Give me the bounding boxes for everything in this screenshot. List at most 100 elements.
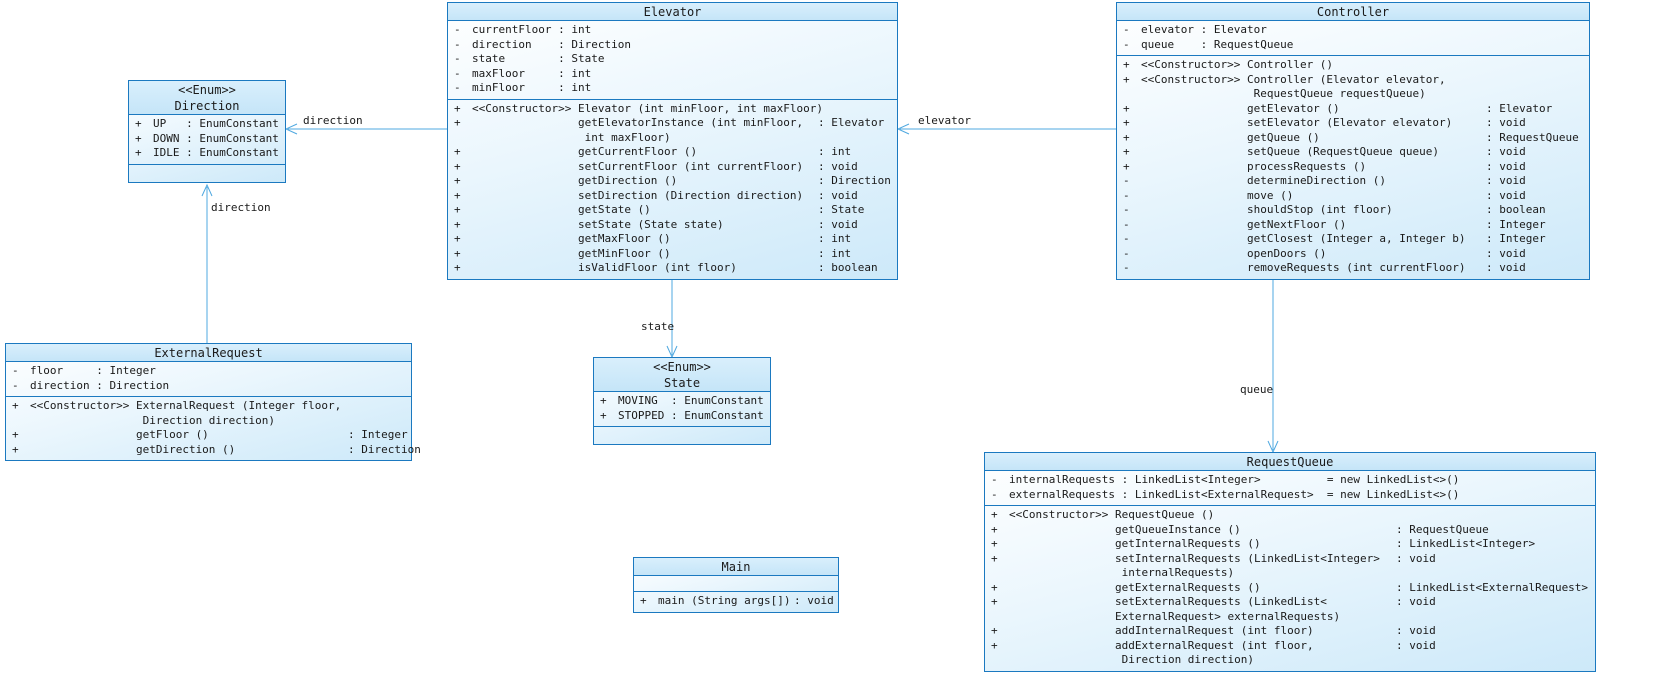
attribute-row: -floor : Integer (6, 364, 411, 379)
method-signature: int maxFloor) (472, 130, 671, 144)
association-label-direction-2[interactable]: direction (211, 201, 271, 214)
return-type: : boolean (818, 261, 878, 274)
method-row: + getState (): State (448, 203, 897, 218)
attribute-text: queue : RequestQueue (1141, 37, 1294, 51)
return-type: : int (818, 232, 852, 245)
visibility-marker: - (1123, 261, 1130, 274)
method-signature: Direction direction) (30, 413, 276, 427)
method-signature: getMaxFloor () (472, 232, 671, 245)
visibility-marker: + (991, 624, 998, 637)
visibility-marker: + (12, 442, 19, 456)
attributes-compartment: +MOVING : EnumConstant+STOPPED : EnumCon… (594, 392, 770, 427)
method-signature: shouldStop (int floor) (1141, 203, 1393, 216)
attribute-row: -internalRequests : LinkedList<Integer> … (985, 473, 1595, 488)
class-title: Main (634, 558, 838, 576)
visibility-marker: - (1123, 23, 1130, 36)
method-signature: setElevator (Elevator elevator) (1141, 116, 1453, 129)
attributes-compartment (634, 576, 838, 592)
method-row: +<<Constructor>> Controller () (1117, 58, 1589, 73)
method-row: - openDoors (): void (1117, 247, 1589, 262)
attributes-compartment: +UP : EnumConstant+DOWN : EnumConstant+I… (129, 115, 285, 165)
return-type: : void (1486, 159, 1526, 173)
attribute-row: -direction : Direction (448, 38, 897, 53)
methods-compartment: +<<Constructor>> RequestQueue ()+ getQue… (985, 506, 1595, 671)
method-signature: setExternalRequests (LinkedList< (1009, 595, 1327, 608)
visibility-marker: - (454, 66, 461, 80)
method-signature: Direction direction) (1009, 653, 1255, 666)
methods-compartment: +main (String args[]): void (634, 592, 838, 612)
class-box-request-queue[interactable]: RequestQueue -internalRequests : LinkedL… (984, 452, 1596, 672)
attribute-text: floor : Integer (30, 364, 156, 377)
enum-constant-row: +DOWN : EnumConstant (129, 132, 285, 147)
return-type: : Elevator (1486, 101, 1553, 115)
return-type: : void (794, 594, 834, 607)
return-type (1486, 73, 1589, 88)
method-row: Direction direction) (6, 414, 411, 429)
method-row: - getClosest (Integer a, Integer b): Int… (1117, 232, 1589, 247)
attribute-text: externalRequests : LinkedList<ExternalRe… (1009, 487, 1460, 501)
return-type (348, 414, 411, 429)
method-signature: getMinFloor () (472, 246, 671, 260)
attribute-text: elevator : Elevator (1141, 23, 1267, 36)
method-row: + getInternalRequests (): LinkedList<Int… (985, 537, 1595, 552)
visibility-marker: - (1123, 188, 1130, 202)
return-type: : void (1396, 638, 1436, 652)
association-label-direction[interactable]: direction (303, 114, 363, 127)
method-signature: getExternalRequests () (1009, 580, 1261, 594)
class-title: Controller (1117, 3, 1589, 21)
methods-compartment (594, 427, 770, 444)
method-row: - move (): void (1117, 189, 1589, 204)
method-signature: processRequests () (1141, 159, 1367, 173)
return-type: : RequestQueue (1486, 130, 1579, 144)
method-signature: internalRequests) (1009, 566, 1235, 579)
return-type: : State (818, 203, 865, 216)
return-type (1486, 87, 1589, 102)
visibility-marker: - (12, 364, 19, 377)
method-signature: <<Constructor>> Controller () (1141, 58, 1334, 71)
association-label-state[interactable]: state (641, 320, 675, 333)
return-type: : Elevator (818, 116, 885, 129)
attribute-text: direction : Direction (472, 37, 631, 51)
association-label-queue[interactable]: queue (1240, 383, 1274, 396)
class-stereotype: <<Enum>> (653, 360, 711, 374)
class-box-state-enum[interactable]: <<Enum>>State +MOVING : EnumConstant+STO… (593, 357, 771, 445)
visibility-marker (991, 566, 1009, 581)
visibility-marker (991, 653, 1009, 668)
association-label-elevator[interactable]: elevator (918, 114, 971, 127)
methods-compartment: + <<Constructor>> Elevator (int minFloor,… (448, 100, 897, 279)
association-controller-requestqueue[interactable] (1267, 277, 1279, 454)
method-signature: isValidFloor (int floor) (472, 261, 737, 274)
return-type (818, 131, 897, 146)
class-box-controller[interactable]: Controller -elevator : Elevator-queue : … (1116, 2, 1590, 280)
method-signature: <<Constructor>> RequestQueue () (1009, 508, 1215, 521)
attribute-row: -elevator : Elevator (1117, 23, 1589, 38)
class-box-external-request[interactable]: ExternalRequest -floor : Integer-directi… (5, 343, 421, 461)
return-type: : LinkedList<ExternalRequest> (1396, 580, 1589, 594)
class-box-elevator[interactable]: Elevator -currentFloor : int-direction :… (447, 2, 898, 280)
visibility-marker: - (1123, 217, 1130, 231)
class-title: State (663, 375, 701, 390)
visibility-marker: + (454, 101, 461, 115)
method-row: + processRequests (): void (1117, 160, 1589, 175)
return-type: : Integer (348, 428, 408, 441)
method-signature: <<Constructor>> Elevator (int minFloor, … (472, 101, 823, 115)
association-elevator-state[interactable] (666, 277, 678, 359)
visibility-marker: + (991, 595, 998, 608)
enum-constant-text: UP : EnumConstant (153, 117, 279, 130)
class-box-main[interactable]: Main +main (String args[]): void (633, 557, 839, 613)
method-row: +<<Constructor>> RequestQueue () (985, 508, 1595, 523)
visibility-marker: - (454, 23, 461, 36)
return-type: : void (1486, 188, 1526, 202)
visibility-marker: + (135, 146, 142, 159)
return-type (1396, 610, 1595, 625)
attribute-row: -state : State (448, 52, 897, 67)
attribute-text: state : State (472, 52, 605, 65)
class-box-direction-enum[interactable]: <<Enum>>Direction +UP : EnumConstant+DOW… (128, 80, 286, 183)
visibility-marker (1123, 87, 1141, 102)
return-type (1396, 566, 1595, 581)
visibility-marker (991, 610, 1009, 625)
method-row: - getNextFloor (): Integer (1117, 218, 1589, 233)
method-signature: main (String args[]) (658, 594, 791, 607)
method-signature: removeRequests (int currentFloor) (1141, 261, 1466, 274)
return-type (1396, 508, 1595, 523)
